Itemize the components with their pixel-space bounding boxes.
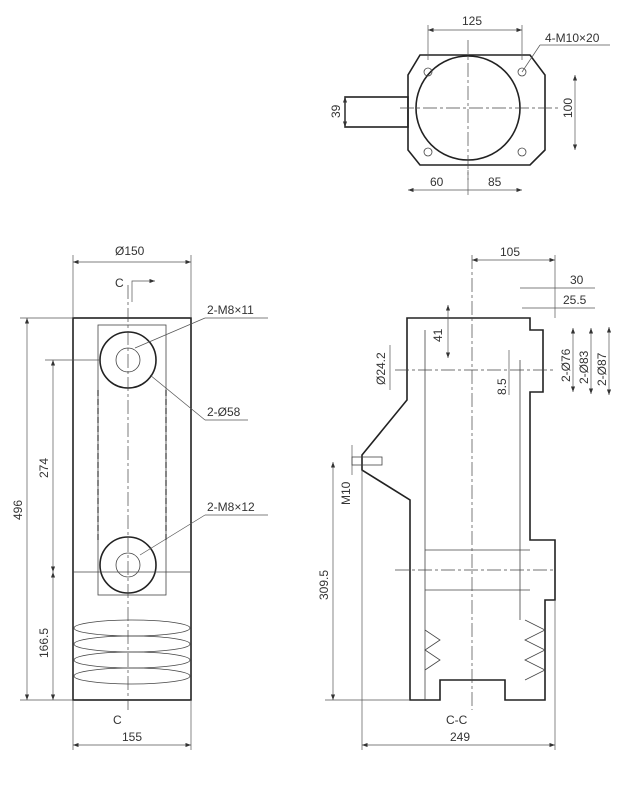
dim-8-5: 8.5 — [495, 378, 509, 395]
dim-274: 274 — [37, 458, 51, 478]
dim-dia-150: Ø150 — [115, 244, 145, 258]
dim-100: 100 — [561, 98, 575, 118]
section-marker-top: C — [115, 276, 124, 290]
dia-58-label: 2-Ø58 — [207, 405, 241, 419]
dim-41: 41 — [431, 328, 445, 342]
dim-30: 30 — [570, 273, 584, 287]
thread-label: 4-M10×20 — [545, 31, 600, 45]
section-view: 105 30 25.5 41 Ø24.2 8.5 2-Ø76 2-Ø83 2-Ø… — [317, 245, 612, 750]
top-view: 125 4-M10×20 100 39 60 85 — [329, 14, 610, 195]
section-title: C-C — [446, 713, 468, 727]
dim-249: 249 — [450, 730, 470, 744]
dim-60: 60 — [430, 175, 444, 189]
dim-2-dia-83: 2-Ø83 — [577, 350, 591, 384]
dim-125: 125 — [462, 14, 482, 28]
front-view: Ø150 C 2-M8×11 2-Ø58 2-M8×12 496 274 166… — [11, 244, 268, 750]
dim-85: 85 — [488, 175, 502, 189]
dim-2-dia-76: 2-Ø76 — [559, 348, 573, 382]
dim-496: 496 — [11, 500, 25, 520]
dim-25-5: 25.5 — [563, 293, 587, 307]
thread-top-label: 2-M8×11 — [207, 303, 254, 317]
dim-309-5: 309.5 — [317, 570, 331, 600]
thread-bottom-label: 2-M8×12 — [207, 500, 255, 514]
dim-155: 155 — [122, 730, 142, 744]
dim-39: 39 — [329, 104, 343, 118]
section-marker-bottom: C — [113, 713, 122, 727]
dim-105: 105 — [500, 245, 520, 259]
dim-166-5: 166.5 — [37, 628, 51, 658]
dim-dia-24-2: Ø24.2 — [374, 352, 388, 385]
dim-2-dia-87: 2-Ø87 — [595, 352, 609, 386]
thread-m10: M10 — [339, 481, 353, 505]
